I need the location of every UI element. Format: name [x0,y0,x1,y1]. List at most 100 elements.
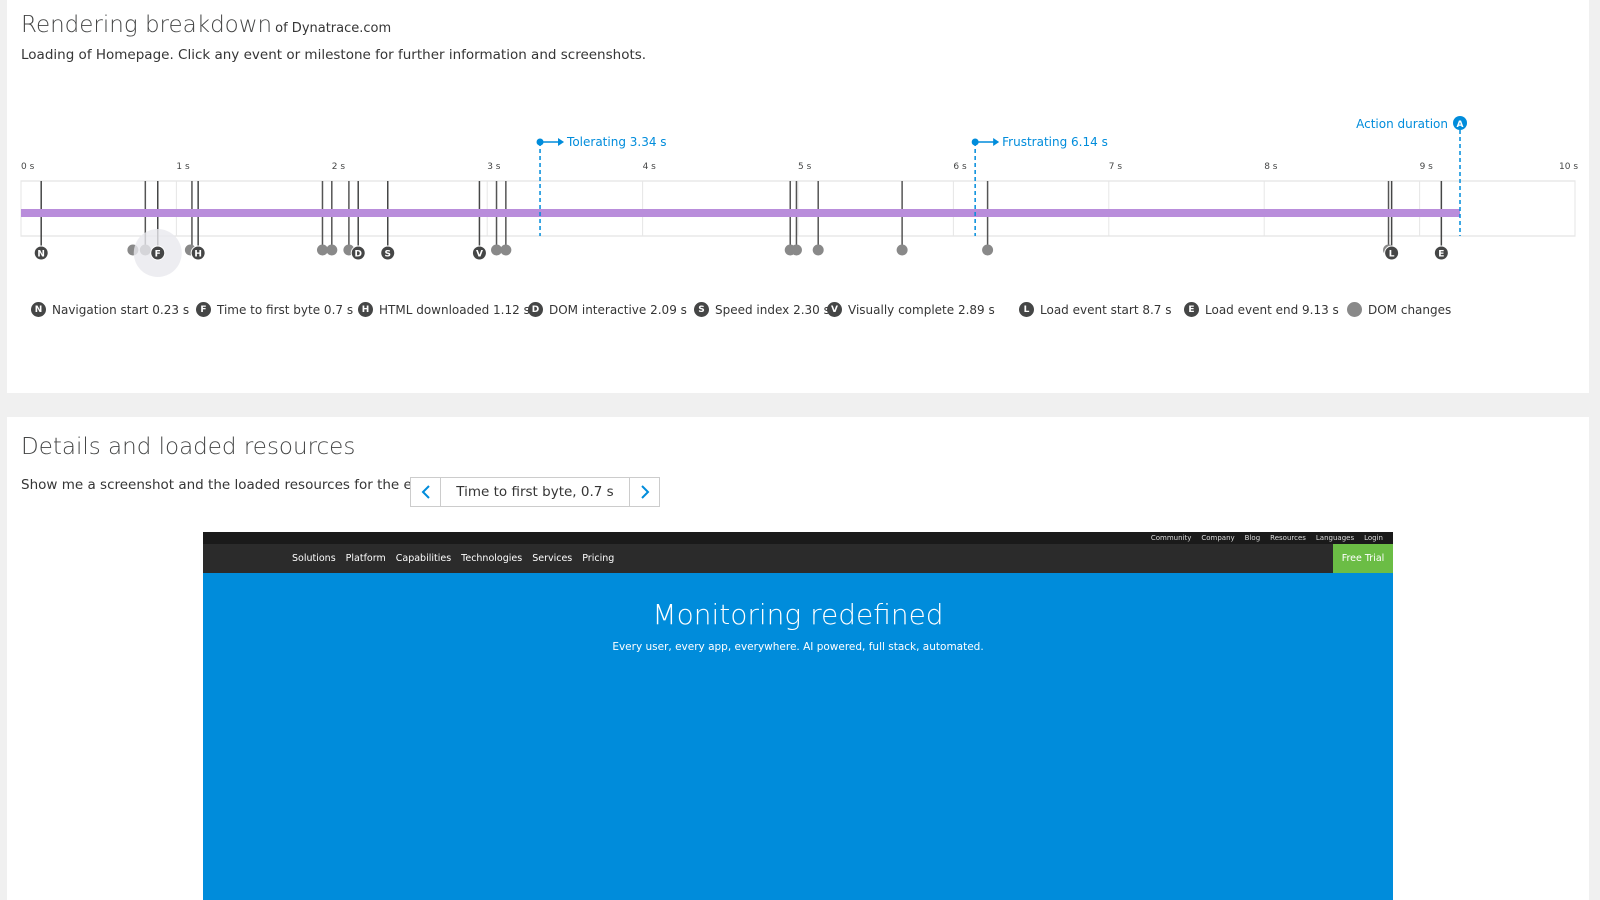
screenshot-top-link: Blog [1244,534,1261,542]
legend-item[interactable]: H HTML downloaded 1.12 s [358,302,530,317]
axis-tick-label: 8 s [1264,162,1278,172]
threshold-arrowhead [993,138,1000,146]
milestone-badge [471,245,487,261]
axis-tick-label: 5 s [798,162,812,172]
milestone-badge-letter: N [37,250,45,260]
legend-item[interactable]: D DOM interactive 2.09 s [528,302,687,317]
event-selector-label: Show me a screenshot and the loaded reso… [21,477,442,493]
action-bar [21,209,1461,217]
milestone-badge [150,245,166,261]
axis-tick-label: 0 s [21,162,35,172]
milestone-badge [380,245,396,261]
axis-tick-label: 7 s [1109,162,1123,172]
event-screenshot[interactable]: Community Company Blog Resources Languages Lo… [203,532,1393,900]
previous-event-button[interactable] [411,478,441,506]
screenshot-headline: Monitoring redefined [652,598,944,631]
dom-change-dot [500,244,512,256]
event-selector-row: Show me a screenshot and the loaded reso… [21,477,442,493]
dom-change-dot [491,244,503,256]
legend-item[interactable]: DOM changes [1347,302,1451,317]
legend-label: Load event end 9.13 s [1205,302,1339,317]
axis-tick-label: 6 s [953,162,967,172]
axis-tick-label: 1 s [176,162,190,172]
milestone-badge [33,245,49,261]
legend-label: Navigation start 0.23 s [52,302,190,317]
threshold-label: Tolerating 3.34 s [566,135,667,149]
legend-item[interactable]: F Time to first byte 0.7 s [196,302,353,317]
legend-badge: F [196,302,211,317]
legend-label: Speed index 2.30 s [715,302,830,317]
screenshot-nav-item: Pricing [582,553,615,564]
axis-tick-label: 9 s [1420,162,1434,172]
milestone-badge [1384,245,1400,261]
axis-tick-label: 3 s [487,162,501,172]
dom-change-dot [982,244,994,256]
milestone-badge-letter: H [194,250,202,260]
legend-badge: V [827,302,842,317]
legend-badge: S [694,302,709,317]
legend-label: DOM changes [1368,302,1452,317]
next-event-button[interactable] [629,478,659,506]
legend-label: Load event start 8.7 s [1040,302,1172,317]
screenshot-top-link: Login [1364,534,1383,542]
action-duration-label: Action duration [1356,117,1448,131]
milestone-badge [1433,245,1449,261]
axis-tick-label: 4 s [643,162,657,172]
milestone-badge-letter: L [1389,250,1395,260]
chevron-right-icon [640,485,649,499]
milestone-badge-letter: S [385,250,391,260]
screenshot-top-links: Community Company Blog Resources Languages Lo… [203,532,1393,544]
screenshot-nav-item: Services [532,553,573,564]
screenshot-top-link: Community [1150,534,1192,542]
screenshot-tagline: Every user, every app, everywhere. AI po… [612,641,984,653]
legend-item[interactable]: V Visually complete 2.89 s [827,302,995,317]
legend-label: Visually complete 2.89 s [848,302,995,317]
screenshot-top-link: Resources [1270,534,1306,542]
selected-event: Time to first byte, 0.7 s [456,484,614,500]
screenshot-nav-item: Solutions [292,553,336,564]
screenshot-navbar: Solutions Platform Capabilities Technologie… [203,544,1393,573]
legend-badge: D [528,302,543,317]
screenshot-nav-items: Solutions Platform Capabilities Technologie… [292,544,614,573]
legend-badge: E [1184,302,1199,317]
page-subtitle: Loading of Homepage. Click any event or … [21,47,647,63]
axis-tick-label: 10 s [1559,162,1578,172]
screenshot-nav-item: Capabilities [395,553,452,564]
milestone-badge-letter: D [354,250,361,260]
details-title: Details and loaded resources [21,434,356,460]
legend-item[interactable]: L Load event start 8.7 s [1019,302,1172,317]
legend-item[interactable]: E Load event end 9.13 s [1184,302,1339,317]
milestone-badge-letter: E [1438,250,1444,260]
legend-item[interactable]: N Navigation start 0.23 s [31,302,189,317]
legend-label: Time to first byte 0.7 s [217,302,354,317]
dom-change-dot [896,244,908,256]
threshold-label: Frustrating 6.14 s [1002,135,1108,149]
milestone-badge [190,245,206,261]
screenshot-nav-item: Technologies [461,553,523,564]
dom-change-dot [790,244,802,256]
screenshot-top-link: Company [1201,534,1235,542]
milestone-badge-letter: F [155,250,161,260]
event-stepper: Time to first byte, 0.7 s [410,477,660,507]
action-duration-badge-letter: A [1457,120,1464,130]
legend-badge: N [31,302,46,317]
milestone-badge-letter: V [476,250,483,260]
dom-change-dot [812,244,824,256]
legend-item[interactable]: S Speed index 2.30 s [694,302,830,317]
action-duration-badge [1453,116,1468,130]
chevron-left-icon [421,485,430,499]
dom-change-dot [316,244,328,256]
legend-label: DOM interactive 2.09 s [549,302,687,317]
threshold-arrowhead [558,138,565,146]
legend-badge: H [358,302,373,317]
legend-label: HTML downloaded 1.12 s [379,302,530,317]
screenshot-nav-item: Platform [345,553,386,564]
screenshot-top-link: Languages [1315,534,1355,542]
site-name: of Dynatrace.com [275,21,392,36]
dom-change-dot-icon [1347,302,1362,317]
legend-badge: L [1019,302,1034,317]
screenshot-free-trial: Free Trial [1333,544,1393,573]
